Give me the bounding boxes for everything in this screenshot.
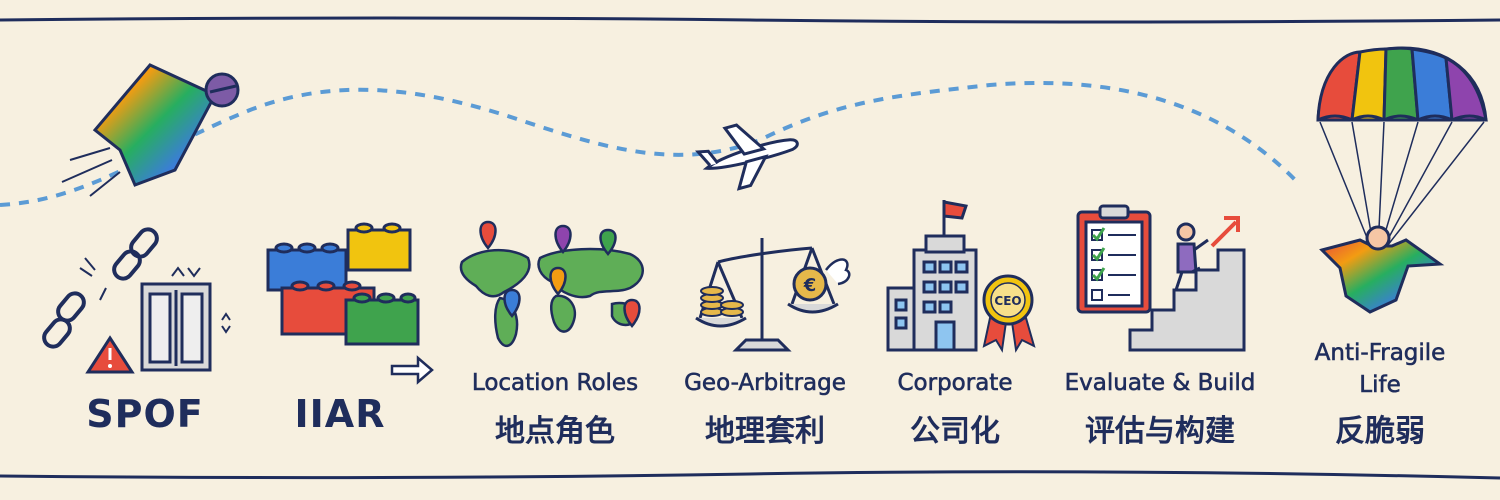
- flying-euro-coin-icon: €: [792, 258, 851, 302]
- right-arrow-icon: [390, 355, 434, 385]
- growth-arrow-icon: [1210, 216, 1240, 248]
- step-label-spof: SPOF: [86, 392, 204, 436]
- lego-bricks-icon: [266, 222, 420, 346]
- step-label-evaluate-build-zh: 评估与构建: [1085, 414, 1235, 449]
- step-label-geo-arbitrage-en: Geo-Arbitrage: [684, 370, 846, 397]
- wingsuit-jumper-icon: [1319, 225, 1445, 314]
- step-label-corporate-zh: 公司化: [910, 414, 1000, 449]
- step-label-geo-arbitrage-zh: 地理套利: [705, 414, 825, 449]
- ceo-badge-icon: CEO: [982, 274, 1036, 353]
- staircase-icon: [1128, 248, 1246, 352]
- step-label-location-roles-zh: 地点角色: [495, 414, 615, 449]
- balance-scale-icon: [695, 238, 839, 352]
- step-label-anti-fragile-en-1: Anti-Fragile: [1314, 340, 1446, 367]
- step-label-corporate-en: Corporate: [897, 370, 1013, 397]
- airplane-icon: [694, 123, 799, 191]
- warning-icon: [85, 335, 135, 374]
- step-label-evaluate-build-en: Evaluate & Build: [1064, 370, 1256, 397]
- top-border-line: [0, 16, 1500, 24]
- elevator-icon: [140, 266, 231, 372]
- bottom-border-line: [0, 470, 1500, 480]
- climbing-person-icon: [1174, 222, 1209, 291]
- clipboard-checklist-icon: [1076, 204, 1152, 314]
- step-label-anti-fragile-en-2: Life: [1359, 372, 1401, 399]
- parachute-icon: [1316, 46, 1488, 251]
- broken-chain-icon: [42, 227, 159, 349]
- euro-symbol: €: [803, 275, 817, 296]
- world-map-icon: [459, 247, 644, 347]
- step-label-anti-fragile-zh: 反脆弱: [1335, 414, 1425, 449]
- flight-path: [0, 80, 1302, 207]
- step-label-iiar: IIAR: [294, 392, 386, 436]
- map-pin-icons: [479, 220, 641, 328]
- wingsuit-flyer-icon: [61, 63, 240, 197]
- step-label-location-roles-en: Location Roles: [471, 370, 639, 397]
- coin-stack-icon: [700, 286, 744, 317]
- ceo-badge-text: CEO: [994, 294, 1021, 308]
- office-building-icon: [886, 200, 978, 352]
